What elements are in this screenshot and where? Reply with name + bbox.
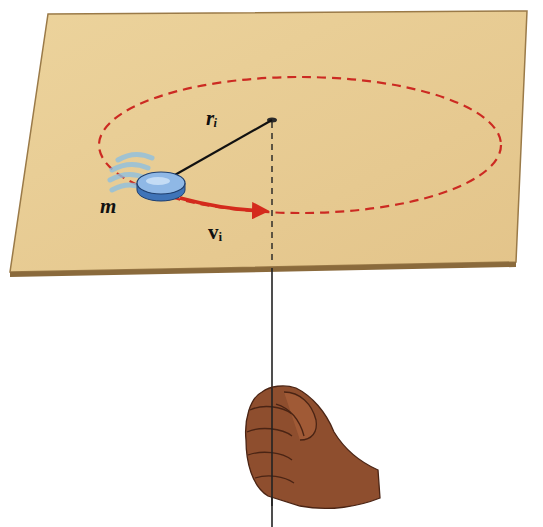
circular-path [99, 77, 501, 213]
string [271, 388, 273, 506]
velocity-arrow [180, 198, 266, 211]
finger-crease [255, 476, 294, 483]
thumb [284, 392, 316, 440]
fist [246, 386, 380, 509]
puck-shine [146, 177, 170, 185]
finger-crease [247, 429, 292, 436]
string [166, 120, 272, 180]
blur-stroke [118, 154, 152, 160]
velocity-label: vᵢ [208, 222, 222, 243]
finger-crease [248, 452, 292, 460]
table-top [10, 11, 527, 272]
hidden-string [271, 122, 272, 265]
mass-label: m [100, 196, 116, 217]
radius-label: rᵢ [206, 108, 218, 129]
table-edge [10, 262, 516, 277]
string [271, 268, 273, 527]
blur-stroke [112, 164, 148, 170]
hand [246, 386, 380, 509]
thumb-over-string [276, 404, 304, 436]
puck [137, 172, 185, 201]
puck-top [137, 172, 185, 194]
